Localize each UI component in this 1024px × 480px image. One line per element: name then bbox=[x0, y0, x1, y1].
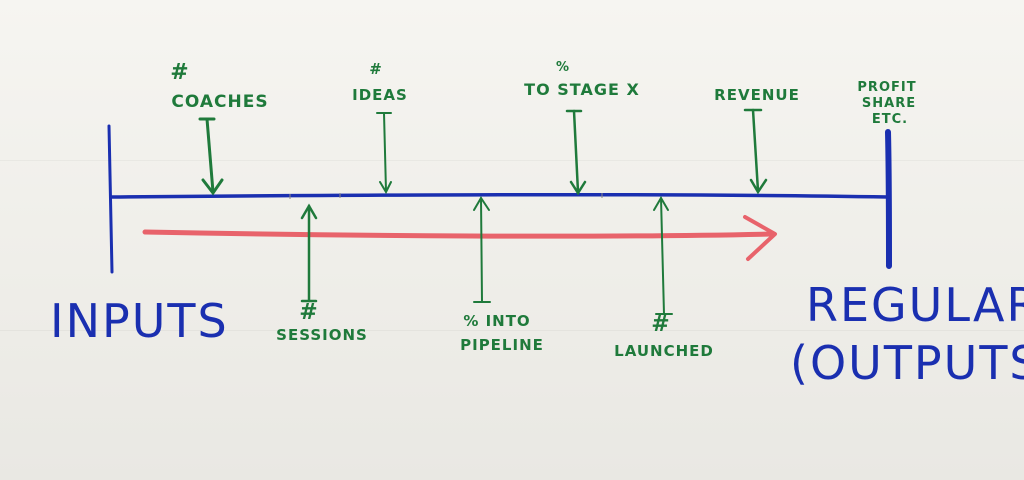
sessions-up-arrow bbox=[300, 203, 318, 303]
coaches-count-symbol: # bbox=[170, 60, 190, 85]
launched-label: LAUNCHED bbox=[614, 342, 714, 360]
sessions-count-symbol: # bbox=[299, 300, 319, 325]
timeline-line bbox=[110, 192, 890, 199]
etc-label: ETC. bbox=[871, 112, 909, 127]
regular-label: REGULAR bbox=[806, 278, 1024, 332]
profit-label: PROFIT bbox=[857, 80, 917, 95]
coaches-down-arrow bbox=[198, 117, 224, 196]
ideas-label: IDEAS bbox=[352, 86, 408, 104]
stage-percent-symbol: % bbox=[555, 60, 571, 75]
coaches-label: COACHES bbox=[171, 92, 269, 112]
to-stage-x-label: TO STAGE X bbox=[524, 80, 640, 99]
progress-arrow-head bbox=[743, 215, 777, 261]
revenue-label: REVENUE bbox=[714, 86, 800, 104]
pipeline-up-arrow bbox=[473, 196, 491, 303]
outputs-label: (OUTPUTS) bbox=[790, 336, 1024, 390]
inputs-label: INPUTS bbox=[50, 294, 229, 348]
revenue-down-arrow bbox=[743, 108, 768, 195]
launched-count-symbol: # bbox=[651, 312, 671, 337]
outputs-boundary-line bbox=[885, 129, 892, 269]
inputs-boundary-line bbox=[107, 124, 114, 274]
to-stage-x-down-arrow bbox=[565, 109, 587, 196]
ideas-down-arrow bbox=[376, 112, 392, 195]
sessions-label: SESSIONS bbox=[276, 326, 368, 344]
launched-up-arrow bbox=[653, 196, 673, 315]
timeline-tick-marks bbox=[289, 193, 603, 199]
into-label: % INTO bbox=[463, 312, 531, 330]
ideas-count-symbol: # bbox=[369, 60, 383, 78]
pipeline-label: PIPELINE bbox=[460, 336, 544, 354]
progress-arrow-shaft bbox=[142, 229, 775, 239]
share-label: SHARE bbox=[861, 96, 917, 111]
